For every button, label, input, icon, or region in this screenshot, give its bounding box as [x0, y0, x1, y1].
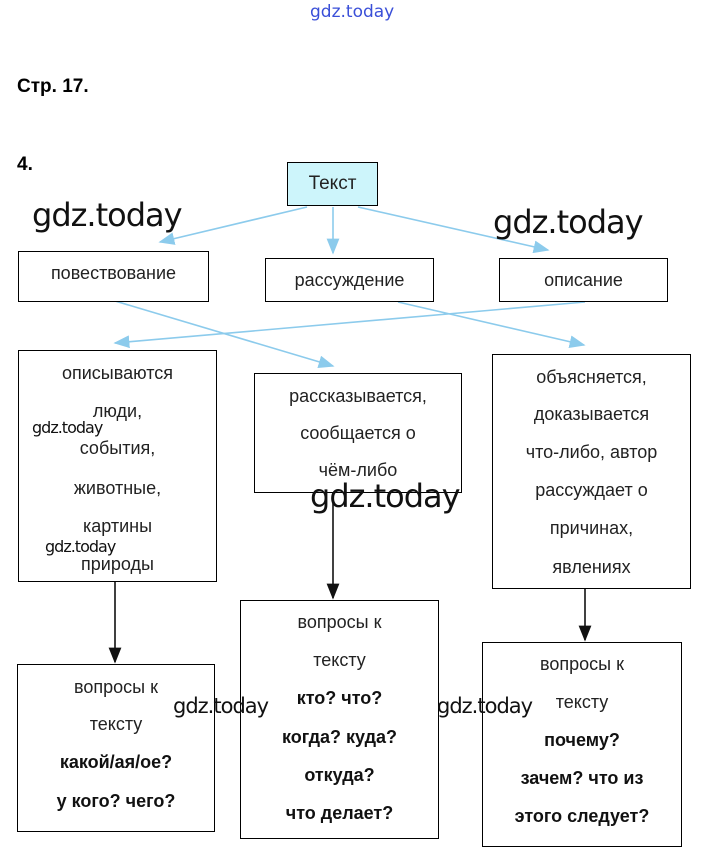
- description-box-b: рассказывается, сообщается о чём-либо: [254, 373, 462, 493]
- box-text: события,: [79, 438, 156, 458]
- box-text: тексту: [555, 692, 609, 712]
- watermark: gdz.today: [493, 203, 644, 241]
- box-text: природы: [81, 554, 154, 574]
- type-reasoning: рассуждение: [265, 258, 434, 302]
- box-text: Текст: [308, 173, 357, 194]
- questions-box-a: вопросы к тексту какой/ая/ое? у кого? чего?: [17, 664, 215, 832]
- watermark: gdz.today: [437, 694, 533, 718]
- box-text: вопросы к: [540, 654, 624, 674]
- box-text: животные,: [73, 478, 162, 498]
- box-text: причинах,: [549, 518, 634, 538]
- box-text: картины: [82, 516, 153, 536]
- arrow: [397, 301, 586, 348]
- watermark: gdz.today: [32, 196, 183, 234]
- box-text: зачем? что из: [520, 768, 644, 788]
- type-description: описание: [499, 258, 668, 302]
- box-text: рассуждает о: [535, 480, 648, 500]
- box-text: повествование: [50, 263, 177, 283]
- questions-box-b: вопросы к тексту кто? что? когда? куда? отку…: [240, 600, 439, 839]
- page-label: Стр. 17.: [17, 76, 89, 97]
- header-watermark: gdz.today: [310, 2, 395, 22]
- box-text: вопросы к: [74, 677, 158, 697]
- watermark: gdz.today: [32, 418, 103, 437]
- box-text: что-либо, автор: [525, 442, 658, 462]
- box-text: рассуждение: [294, 270, 405, 290]
- box-text: тексту: [89, 714, 143, 734]
- watermark: gdz.today: [310, 477, 461, 515]
- arrow: [357, 206, 550, 254]
- arrow: [113, 301, 586, 349]
- box-text: описание: [544, 270, 623, 290]
- box-text: вопросы к: [297, 612, 382, 632]
- description-box-a: описываются люди, события, животные, картины…: [18, 350, 217, 582]
- box-text: когда? куда?: [281, 727, 397, 747]
- box-text: какой/ая/ое?: [59, 752, 173, 772]
- box-text: люди,: [92, 401, 143, 421]
- root-box: Текст: [287, 162, 378, 206]
- box-text: явлениях: [552, 557, 631, 577]
- type-narration: повествование: [18, 251, 209, 302]
- box-text: объясняется,: [536, 367, 647, 387]
- box-text: сообщается о: [300, 423, 416, 443]
- box-text: этого следует?: [514, 806, 650, 826]
- box-text: почему?: [544, 730, 620, 750]
- box-text: что делает?: [285, 803, 394, 823]
- box-text: тексту: [313, 650, 366, 670]
- questions-box-c: вопросы к тексту почему? зачем? что из этого…: [482, 642, 682, 847]
- watermark: gdz.today: [45, 537, 116, 556]
- box-text: у кого? чего?: [56, 791, 176, 811]
- box-text: описываются: [61, 363, 173, 383]
- box-text: чём-либо: [318, 460, 398, 480]
- box-text: доказывается: [533, 404, 650, 424]
- box-text: рассказывается,: [289, 386, 427, 406]
- box-text: кто? что?: [296, 688, 383, 708]
- arrow: [158, 206, 308, 245]
- description-box-c: объясняется, доказывается что-либо, автор р…: [492, 354, 691, 589]
- task-number: 4.: [17, 154, 33, 175]
- box-text: откуда?: [304, 765, 375, 785]
- watermark: gdz.today: [173, 694, 269, 718]
